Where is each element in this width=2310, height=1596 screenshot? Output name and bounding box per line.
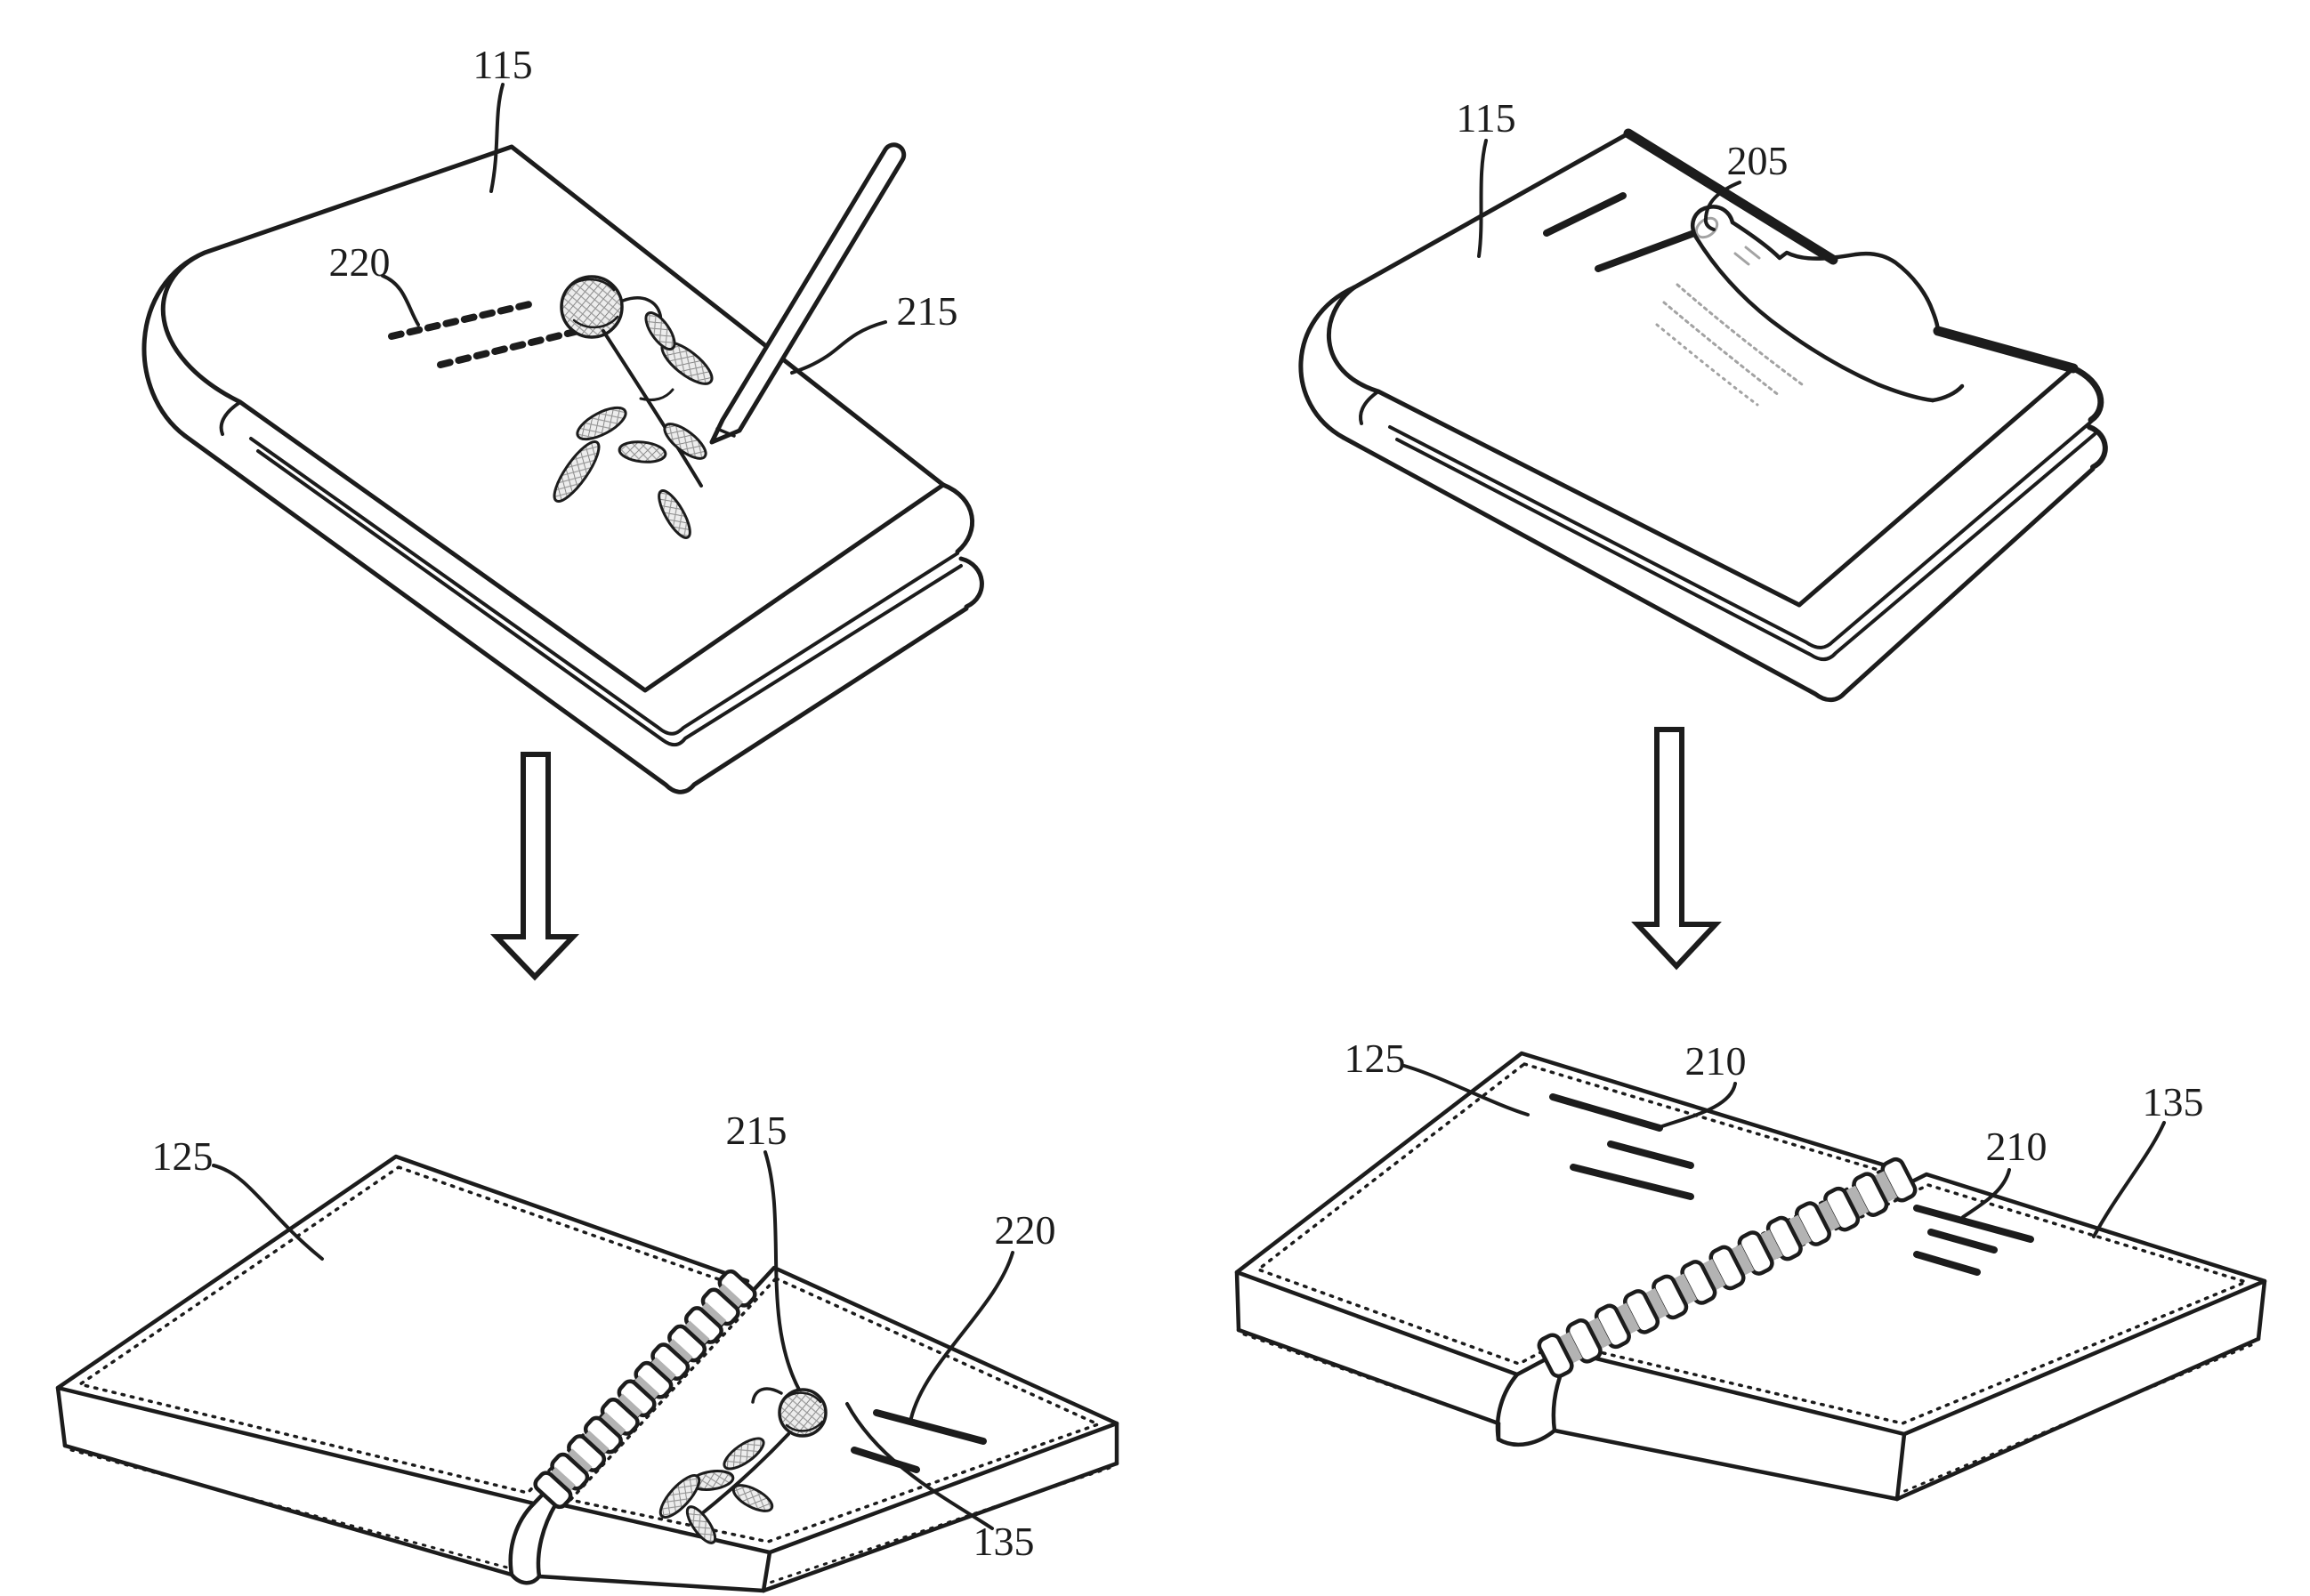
ref-label-220: 220 bbox=[995, 1207, 1056, 1253]
leader-lines bbox=[1477, 139, 1741, 258]
flower-leaf bbox=[663, 423, 707, 460]
touch-strokes bbox=[1543, 192, 1698, 272]
leader-115 bbox=[489, 83, 505, 193]
stylus-icon bbox=[709, 142, 907, 445]
down-arrow-icon bbox=[1631, 727, 1722, 971]
ref-label-210-right: 210 bbox=[1986, 1124, 2048, 1169]
figure-folded-device-touch: 115 205 bbox=[1298, 95, 2108, 703]
leader-lines bbox=[1402, 1064, 2166, 1238]
leader-115 bbox=[1477, 139, 1488, 258]
fold-crease-line bbox=[249, 437, 959, 736]
ref-label-135: 135 bbox=[2143, 1079, 2204, 1124]
solid-strokes bbox=[1549, 1093, 1694, 1200]
ref-label-215: 215 bbox=[726, 1108, 788, 1153]
leader-125 bbox=[1402, 1064, 1530, 1116]
flower-leaf bbox=[731, 1484, 774, 1512]
flower-stem bbox=[699, 1432, 790, 1516]
flower-leaf bbox=[723, 1437, 765, 1471]
hinge-gutter bbox=[536, 1501, 559, 1579]
leader-215 bbox=[763, 1150, 801, 1391]
flower-leaf bbox=[644, 311, 676, 351]
bottom-edge bbox=[761, 1461, 1119, 1593]
ref-label-220: 220 bbox=[329, 239, 391, 285]
bottom-edge bbox=[62, 1443, 514, 1577]
leader-125 bbox=[212, 1164, 324, 1261]
flower-leaf bbox=[685, 1505, 717, 1544]
stipple-border bbox=[569, 1277, 1100, 1544]
stipple-border bbox=[1583, 1183, 2248, 1425]
flower-sepal bbox=[751, 1387, 783, 1404]
ref-label-125: 125 bbox=[152, 1133, 214, 1179]
leader-210-right bbox=[1961, 1168, 2011, 1219]
bottom-slab-end bbox=[2087, 424, 2108, 470]
leader-lines bbox=[212, 1150, 1014, 1530]
ref-label-125: 125 bbox=[1345, 1036, 1406, 1081]
solid-strokes bbox=[851, 1409, 987, 1473]
top-slab-end bbox=[2070, 365, 2104, 423]
ref-label-115: 115 bbox=[1456, 95, 1515, 141]
ref-label-135: 135 bbox=[973, 1519, 1035, 1564]
unfolded-device-2 bbox=[1234, 1051, 2267, 1502]
folded-device-2 bbox=[1298, 128, 2108, 703]
hinge-gutter bbox=[1496, 1428, 1557, 1447]
flower-leaf bbox=[553, 440, 601, 503]
leader-135 bbox=[845, 1402, 994, 1530]
leader-210-left bbox=[1660, 1082, 1737, 1128]
ref-label-115: 115 bbox=[472, 42, 532, 87]
figure-unfolded-device-strokes: 125 210 135 210 bbox=[1234, 1036, 2267, 1502]
flower-leaf bbox=[658, 489, 691, 539]
bottom-edge bbox=[1341, 435, 2096, 703]
flower-stem bbox=[602, 329, 703, 488]
hinge-band bbox=[533, 1269, 757, 1510]
fold-crease-line bbox=[256, 449, 963, 746]
hinge-gutter bbox=[1495, 1372, 1520, 1442]
leader-205 bbox=[1703, 181, 1741, 231]
down-arrow-icon bbox=[489, 752, 580, 981]
stipple-border bbox=[78, 1165, 731, 1495]
hinge-gutter bbox=[509, 1572, 542, 1585]
flower-leaf bbox=[576, 406, 627, 441]
flower-leaf bbox=[618, 440, 667, 463]
ref-label-210-left: 210 bbox=[1685, 1038, 1747, 1084]
flower-drawing bbox=[658, 1387, 828, 1544]
hinge-band bbox=[1537, 1157, 1918, 1379]
top-slab-end bbox=[941, 482, 974, 554]
spine-outer-edge bbox=[1298, 285, 1357, 440]
flower-drawing bbox=[553, 275, 714, 539]
leader-220 bbox=[381, 274, 420, 326]
unfolded-device-1 bbox=[55, 1154, 1119, 1593]
flower-leaf bbox=[658, 1474, 701, 1519]
folded-device-1 bbox=[141, 144, 984, 794]
leader-220 bbox=[909, 1251, 1014, 1420]
figure-unfolded-device-flower: 125 215 220 135 bbox=[55, 1108, 1119, 1593]
ref-label-215: 215 bbox=[897, 288, 958, 334]
hand-icon bbox=[1655, 205, 1965, 407]
ref-label-205: 205 bbox=[1727, 138, 1789, 183]
spine-outer-edge bbox=[141, 250, 207, 439]
bottom-edge bbox=[182, 433, 969, 794]
leader-215 bbox=[790, 320, 887, 375]
dashed-strokes bbox=[388, 301, 582, 368]
fold-crease-line bbox=[1388, 420, 2093, 649]
fold-crease-line bbox=[1395, 432, 2096, 661]
transition-arrows bbox=[489, 727, 1722, 981]
figure-folded-device-stylus: 115 220 215 bbox=[141, 42, 984, 794]
hinge-gutter bbox=[508, 1501, 537, 1577]
solid-strokes bbox=[1913, 1205, 2034, 1276]
flower-head bbox=[778, 1388, 828, 1438]
leader-135 bbox=[2092, 1121, 2166, 1238]
bold-display-edge bbox=[1933, 326, 2079, 374]
bottom-slab-end bbox=[958, 556, 984, 609]
bold-display-edge bbox=[1623, 128, 1838, 265]
leader-lines bbox=[381, 83, 887, 375]
